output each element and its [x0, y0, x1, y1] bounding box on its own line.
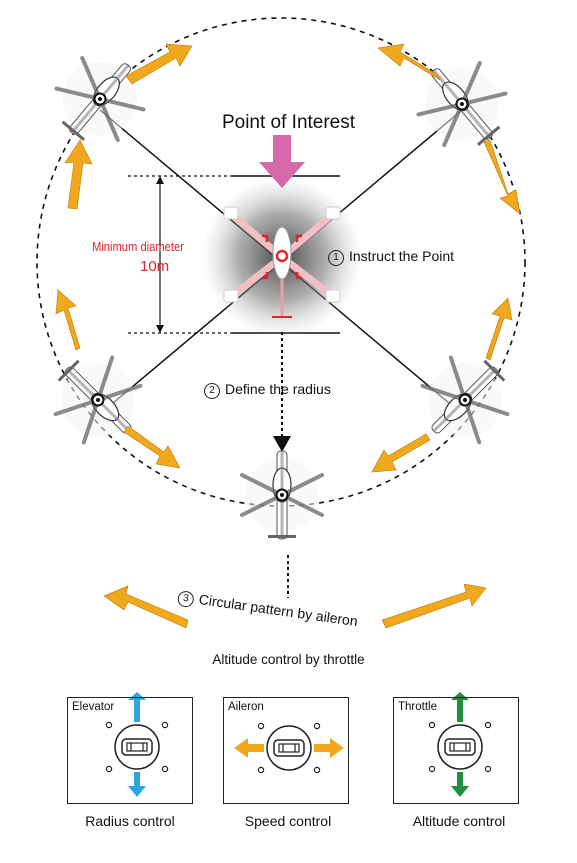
altitude-control-label: Altitude control by throttle [212, 652, 365, 667]
orbit-arrows [55, 43, 521, 629]
aileron-control-box: Aileron [223, 697, 349, 804]
min-diameter-label: Minimum diameter [92, 239, 184, 254]
orbit-arrow-bottom-right [371, 433, 431, 473]
orbit-arrow-right-lower [485, 297, 513, 361]
elevator-control-box: Elevator [67, 697, 193, 804]
step-1-label: Instruct the Point [349, 248, 455, 264]
step-1-number: 1 [328, 250, 344, 266]
min-diameter-value: 10m [140, 258, 170, 275]
orbit-arrow-bottom-left [123, 425, 181, 469]
speed-control-caption: Speed control [244, 813, 332, 829]
orbit-arrow-left-upper [64, 139, 93, 210]
throttle-title: Throttle [398, 701, 437, 713]
elevator-title: Elevator [72, 701, 115, 713]
step-2-label: Define the radius [225, 381, 331, 397]
step-2-number: 2 [204, 383, 220, 399]
pattern-arrow-left [103, 585, 189, 629]
altitude-control-caption: Altitude control [412, 813, 506, 829]
helicopter-top-left [39, 37, 161, 161]
throttle-control-box: Throttle [393, 697, 519, 804]
radius-control-caption: Radius control [85, 813, 175, 829]
orbit-arrow-top-left [125, 43, 193, 85]
poi-label: Point of Interest [221, 112, 356, 133]
elevator-stick [105, 692, 169, 797]
orbit-arrow-right-upper [483, 139, 521, 215]
aileron-title: Aileron [228, 701, 264, 713]
throttle-stick [428, 692, 492, 797]
aileron-stick [234, 722, 344, 774]
step-2: 2 Define the radius [204, 381, 331, 399]
orbit-arrow-left-lower [55, 289, 81, 351]
center-helicopter [223, 206, 341, 318]
pattern-arrow-right [381, 583, 487, 629]
helicopter-bottom [240, 449, 324, 541]
step-3-number: 3 [176, 590, 195, 609]
step-1: 1 Instruct the Point [328, 248, 454, 266]
orbit-arrow-top-right [377, 43, 441, 81]
poi-arrow [259, 135, 305, 188]
